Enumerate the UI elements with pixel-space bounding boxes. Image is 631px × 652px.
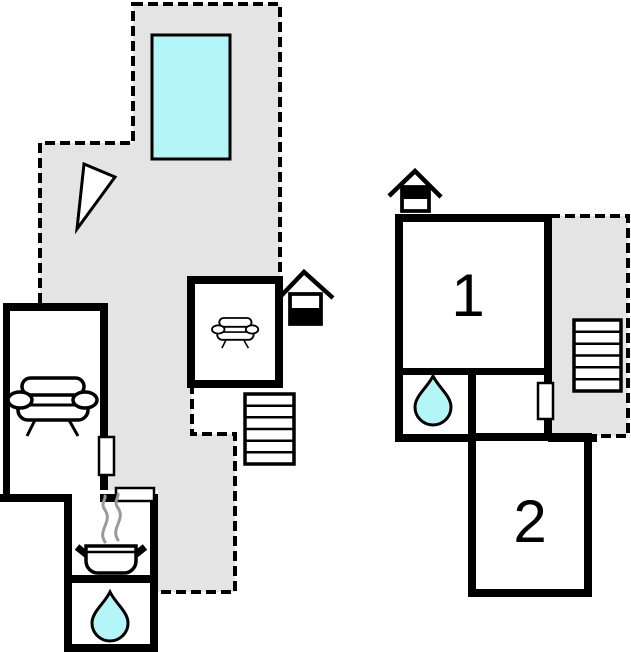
ground-floor-unit <box>0 2 335 652</box>
living-room-door <box>97 435 116 477</box>
bedroom-1-label: 1 <box>451 262 484 329</box>
living-room-wall-left <box>3 303 10 502</box>
house-upper-storey-icon <box>387 167 443 213</box>
steam-icon <box>114 492 122 542</box>
water-drop-icon-upper <box>413 372 453 427</box>
storey-box-filled-lower <box>290 308 321 324</box>
house-lower-storey-icon <box>278 268 335 326</box>
bedroom-1-wall-bottom <box>399 368 544 375</box>
storey-box-filled-upper <box>402 187 429 199</box>
kitchen-wall-bottom <box>64 644 158 652</box>
storey-box-border <box>288 292 323 326</box>
bedroom-2-room <box>468 433 592 597</box>
stairs-icon-ground <box>243 392 296 466</box>
bedroom-2-label: 2 <box>513 488 546 555</box>
parasol-icon <box>74 161 118 235</box>
pot-on-stove-icon <box>74 544 148 575</box>
steam-icon <box>101 494 109 544</box>
living-room-wall-right <box>100 303 108 502</box>
stairs-treads <box>574 330 621 381</box>
upper-floor-unit: 1 2 <box>387 167 630 597</box>
kitchen-terrace-door <box>114 486 156 503</box>
stairs-treads <box>245 404 294 454</box>
storey-box-border <box>400 185 431 213</box>
pot-body <box>84 544 138 575</box>
storey-roof <box>278 268 335 300</box>
storey-roof <box>387 167 443 199</box>
living-room-wall-top <box>3 303 108 311</box>
kitchen-bathroom-divider-wall <box>64 575 158 583</box>
stairs-icon-upper <box>572 318 623 393</box>
building-wall-bottom-extension <box>548 434 597 442</box>
kitchen-wall-left <box>64 494 72 652</box>
swimming-pool-icon <box>150 33 232 161</box>
living-room-wall-bottom <box>0 494 73 502</box>
entrance-door <box>536 381 555 421</box>
bathroom-divider-wall <box>468 375 476 435</box>
water-drop-icon-ground <box>90 588 130 643</box>
kitchen-wall-right <box>150 494 158 652</box>
